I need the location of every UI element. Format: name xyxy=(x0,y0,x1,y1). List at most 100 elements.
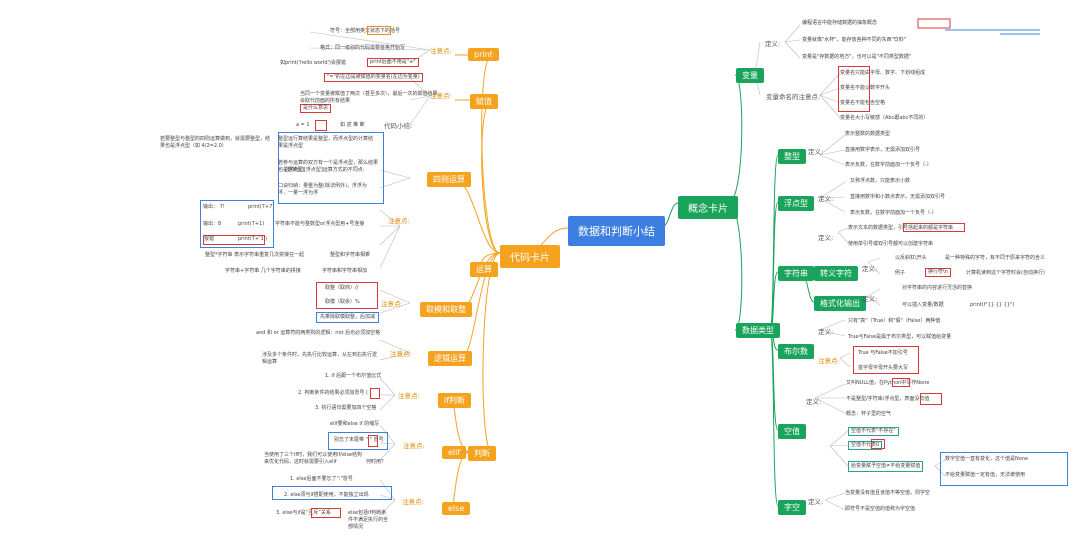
str-item-1: 表示文本的数据类型，引号括起来的都是字符串 xyxy=(848,225,954,231)
assign-item-4: a = 1 xyxy=(296,122,310,128)
logic-item-2: 涉及多个条件时，先执行比较运算，从左到右执行逻辑运算 xyxy=(262,352,378,365)
else-item-1: 1. else后面不要忘了":"冒号 xyxy=(290,476,353,482)
variable-rule-3: 变量名不能包含空格 xyxy=(840,100,886,106)
mod-item-2: 取模（取余）% xyxy=(325,299,360,305)
compute-item-8: 整型*字符串 表示字符串重复几次拼接在一起 xyxy=(205,252,305,258)
print-item-3: 如print('hello world')会报错 xyxy=(280,60,346,66)
if-node[interactable]: if判断 xyxy=(438,393,472,408)
if-item-2: 2. 判断条件的结果必须加冒号 ( xyxy=(298,390,368,396)
variable-rule-2: 变量名不能以数字开头 xyxy=(840,85,891,91)
float-item-1: 又称浮点数，只能表示小数 xyxy=(850,178,911,184)
bool-node[interactable]: 布尔数 xyxy=(778,344,814,359)
str-highlight xyxy=(903,223,965,232)
center-topic[interactable]: 数据和判断小结 xyxy=(568,216,665,246)
conv-item-5: 计算机读到这个字符时会(自动换行) xyxy=(966,270,1045,276)
ops-box xyxy=(278,132,384,204)
none-zero-box xyxy=(871,439,885,449)
ops-item-3: 若参与运算的双方有一个是浮点型，那么结果也是浮点型 xyxy=(278,160,379,173)
fmt-item-1: 对字符串的内容进行灵活的替换 xyxy=(902,285,973,291)
elif-item-2: 别忘了末尾带 ":" 冒号 xyxy=(334,437,384,443)
ops-node[interactable]: 四则运算 xyxy=(427,172,471,187)
none-box xyxy=(940,452,1068,486)
compute-item-4: print(7+1) xyxy=(238,221,265,227)
empty-item-2: 即符号不是空值的值称为字空值 xyxy=(845,506,916,512)
elif-item-1: elif要和else if 的缩写 xyxy=(330,421,380,427)
code-card-node[interactable]: 代码卡片 xyxy=(500,245,560,268)
int-node[interactable]: 整型 xyxy=(778,149,806,164)
ops-item-2: 整型运行算结果是整型，而浮点型的计算结果是浮点型 xyxy=(278,136,374,149)
none-def: 定义: xyxy=(806,398,822,406)
top-right-annotation xyxy=(945,29,1040,35)
bool-def: 定义: xyxy=(818,328,834,336)
mod-node[interactable]: 取模和取整 xyxy=(420,302,472,317)
elif-note: 注意点: xyxy=(403,442,425,450)
none-node[interactable]: 空值 xyxy=(778,424,806,439)
print-highlight xyxy=(367,26,391,35)
assign-item-1: "="的左边是被赋值的变量名(左边为变量) xyxy=(324,73,423,82)
compute-item-6: print(7+'1') xyxy=(238,236,267,242)
variable-node[interactable]: 变量 xyxy=(736,68,764,83)
compute-item-5: 报错 xyxy=(203,235,265,245)
none-item-2: 不是整型/字符串/浮点型，表面没有值 xyxy=(846,396,930,402)
variable-def-label: 定义: xyxy=(765,40,781,48)
compute-box xyxy=(200,200,274,248)
ops-item-1: 若要整型与整型的四则运算做到，就需要整型，结果也是浮点型（如 4/2=2.0） xyxy=(160,136,271,149)
compute-item-11: 字符串和字符串相加 xyxy=(322,268,368,274)
assign-a-box xyxy=(315,120,327,131)
print-item-4: print后面不用是"+" xyxy=(367,58,419,67)
bool-item-1: 只有"真"（True）和"假"（False）两种值 xyxy=(848,318,941,324)
str-node[interactable]: 字符串 xyxy=(778,266,814,281)
if-colon-box xyxy=(370,388,380,399)
else-node[interactable]: else xyxy=(442,502,471,515)
types-node[interactable]: 数据类型 xyxy=(736,323,780,338)
conv-def: 定义: xyxy=(862,265,878,273)
judge-node[interactable]: 判断 xyxy=(468,446,496,461)
elif-item-4: 何时用？ xyxy=(366,459,387,465)
bool-note: 注意点: xyxy=(818,357,840,365)
fmt-item-2: 可以插入变量/数据 xyxy=(902,302,944,308)
none-item-1: 又叫NULL值，在Python中写作None xyxy=(846,380,930,386)
assign-note: 注意点: xyxy=(430,92,452,100)
none-highlight-2 xyxy=(920,393,942,405)
elif-node[interactable]: elif xyxy=(442,446,467,459)
compute-item-2: print(7+7) xyxy=(248,204,275,210)
conv-item-4: 换行符\n xyxy=(925,268,951,277)
concept-card-node[interactable]: 概念卡片 xyxy=(678,196,738,219)
elif-colon-box xyxy=(368,435,378,447)
int-item-3: 表示负数，在数字前面加一个负号（-） xyxy=(845,162,932,168)
empty-node[interactable]: 字空 xyxy=(778,500,806,515)
mod-item-3: 先乘除取模取整，后加减 xyxy=(316,312,380,323)
float-item-2: 直接用数字和小数点表示，无需添加双引号 xyxy=(850,194,946,200)
conv-item-1: 以反斜杠\开头 xyxy=(895,255,927,261)
fmt-def: 定义: xyxy=(862,295,878,303)
else-highlight xyxy=(311,508,341,518)
variable-def-3: 变量是"存数据的地方"，也可以是"不同类型数据" xyxy=(802,54,912,60)
if-item-3: 3. 执行语句需要加四个空格 xyxy=(315,405,377,411)
str-def: 定义: xyxy=(818,234,834,242)
bool-box xyxy=(853,346,919,374)
conv-node[interactable]: 转义字符 xyxy=(814,266,858,281)
compute-item-1: 输出： 7! xyxy=(203,204,225,210)
variable-def-1: 编程语言中能存储数据的抽象概念 xyxy=(802,20,878,26)
str-item-2: 使用单引号或双引号都可以创建字符串 xyxy=(848,241,934,247)
assign-item-6: 代码小结: xyxy=(384,122,413,130)
compute-item-9: 整型和字符串相乘 xyxy=(330,252,371,258)
conv-item-3: 例子 xyxy=(895,270,906,276)
assign-item-3: 是什么意思 xyxy=(300,104,332,113)
float-node[interactable]: 浮点型 xyxy=(778,196,814,211)
else-item-4: else包括if判断条件不满足执行的全部情况 xyxy=(348,510,389,530)
if-note: 注意点: xyxy=(398,392,420,400)
ops-item-5: 口诀归纳：量整为整(除法例外)，浮浮为浮，一量一浮为浮 xyxy=(278,183,367,196)
fmt-node[interactable]: 格式化输出 xyxy=(814,296,866,311)
assign-node[interactable]: 赋值 xyxy=(470,94,498,109)
mod-item-1: 取整（取商）// xyxy=(325,285,359,291)
elif-box xyxy=(328,432,388,450)
print-node[interactable]: print xyxy=(468,48,499,61)
compute-node[interactable]: 运算 xyxy=(470,262,498,277)
if-item-1: 1. if 后跟一个布尔值比式 xyxy=(325,373,382,379)
bool-item-2: True与False是属于布尔类型，可以赋值给变量 xyxy=(848,334,952,340)
compute-item-10: 字符串+字符串 几个字符串的拼接 xyxy=(225,268,301,274)
logic-node[interactable]: 逻辑运算 xyxy=(428,351,472,366)
else-item-2: 2. else须与if搭配使用，不能独立出现 xyxy=(284,492,369,498)
